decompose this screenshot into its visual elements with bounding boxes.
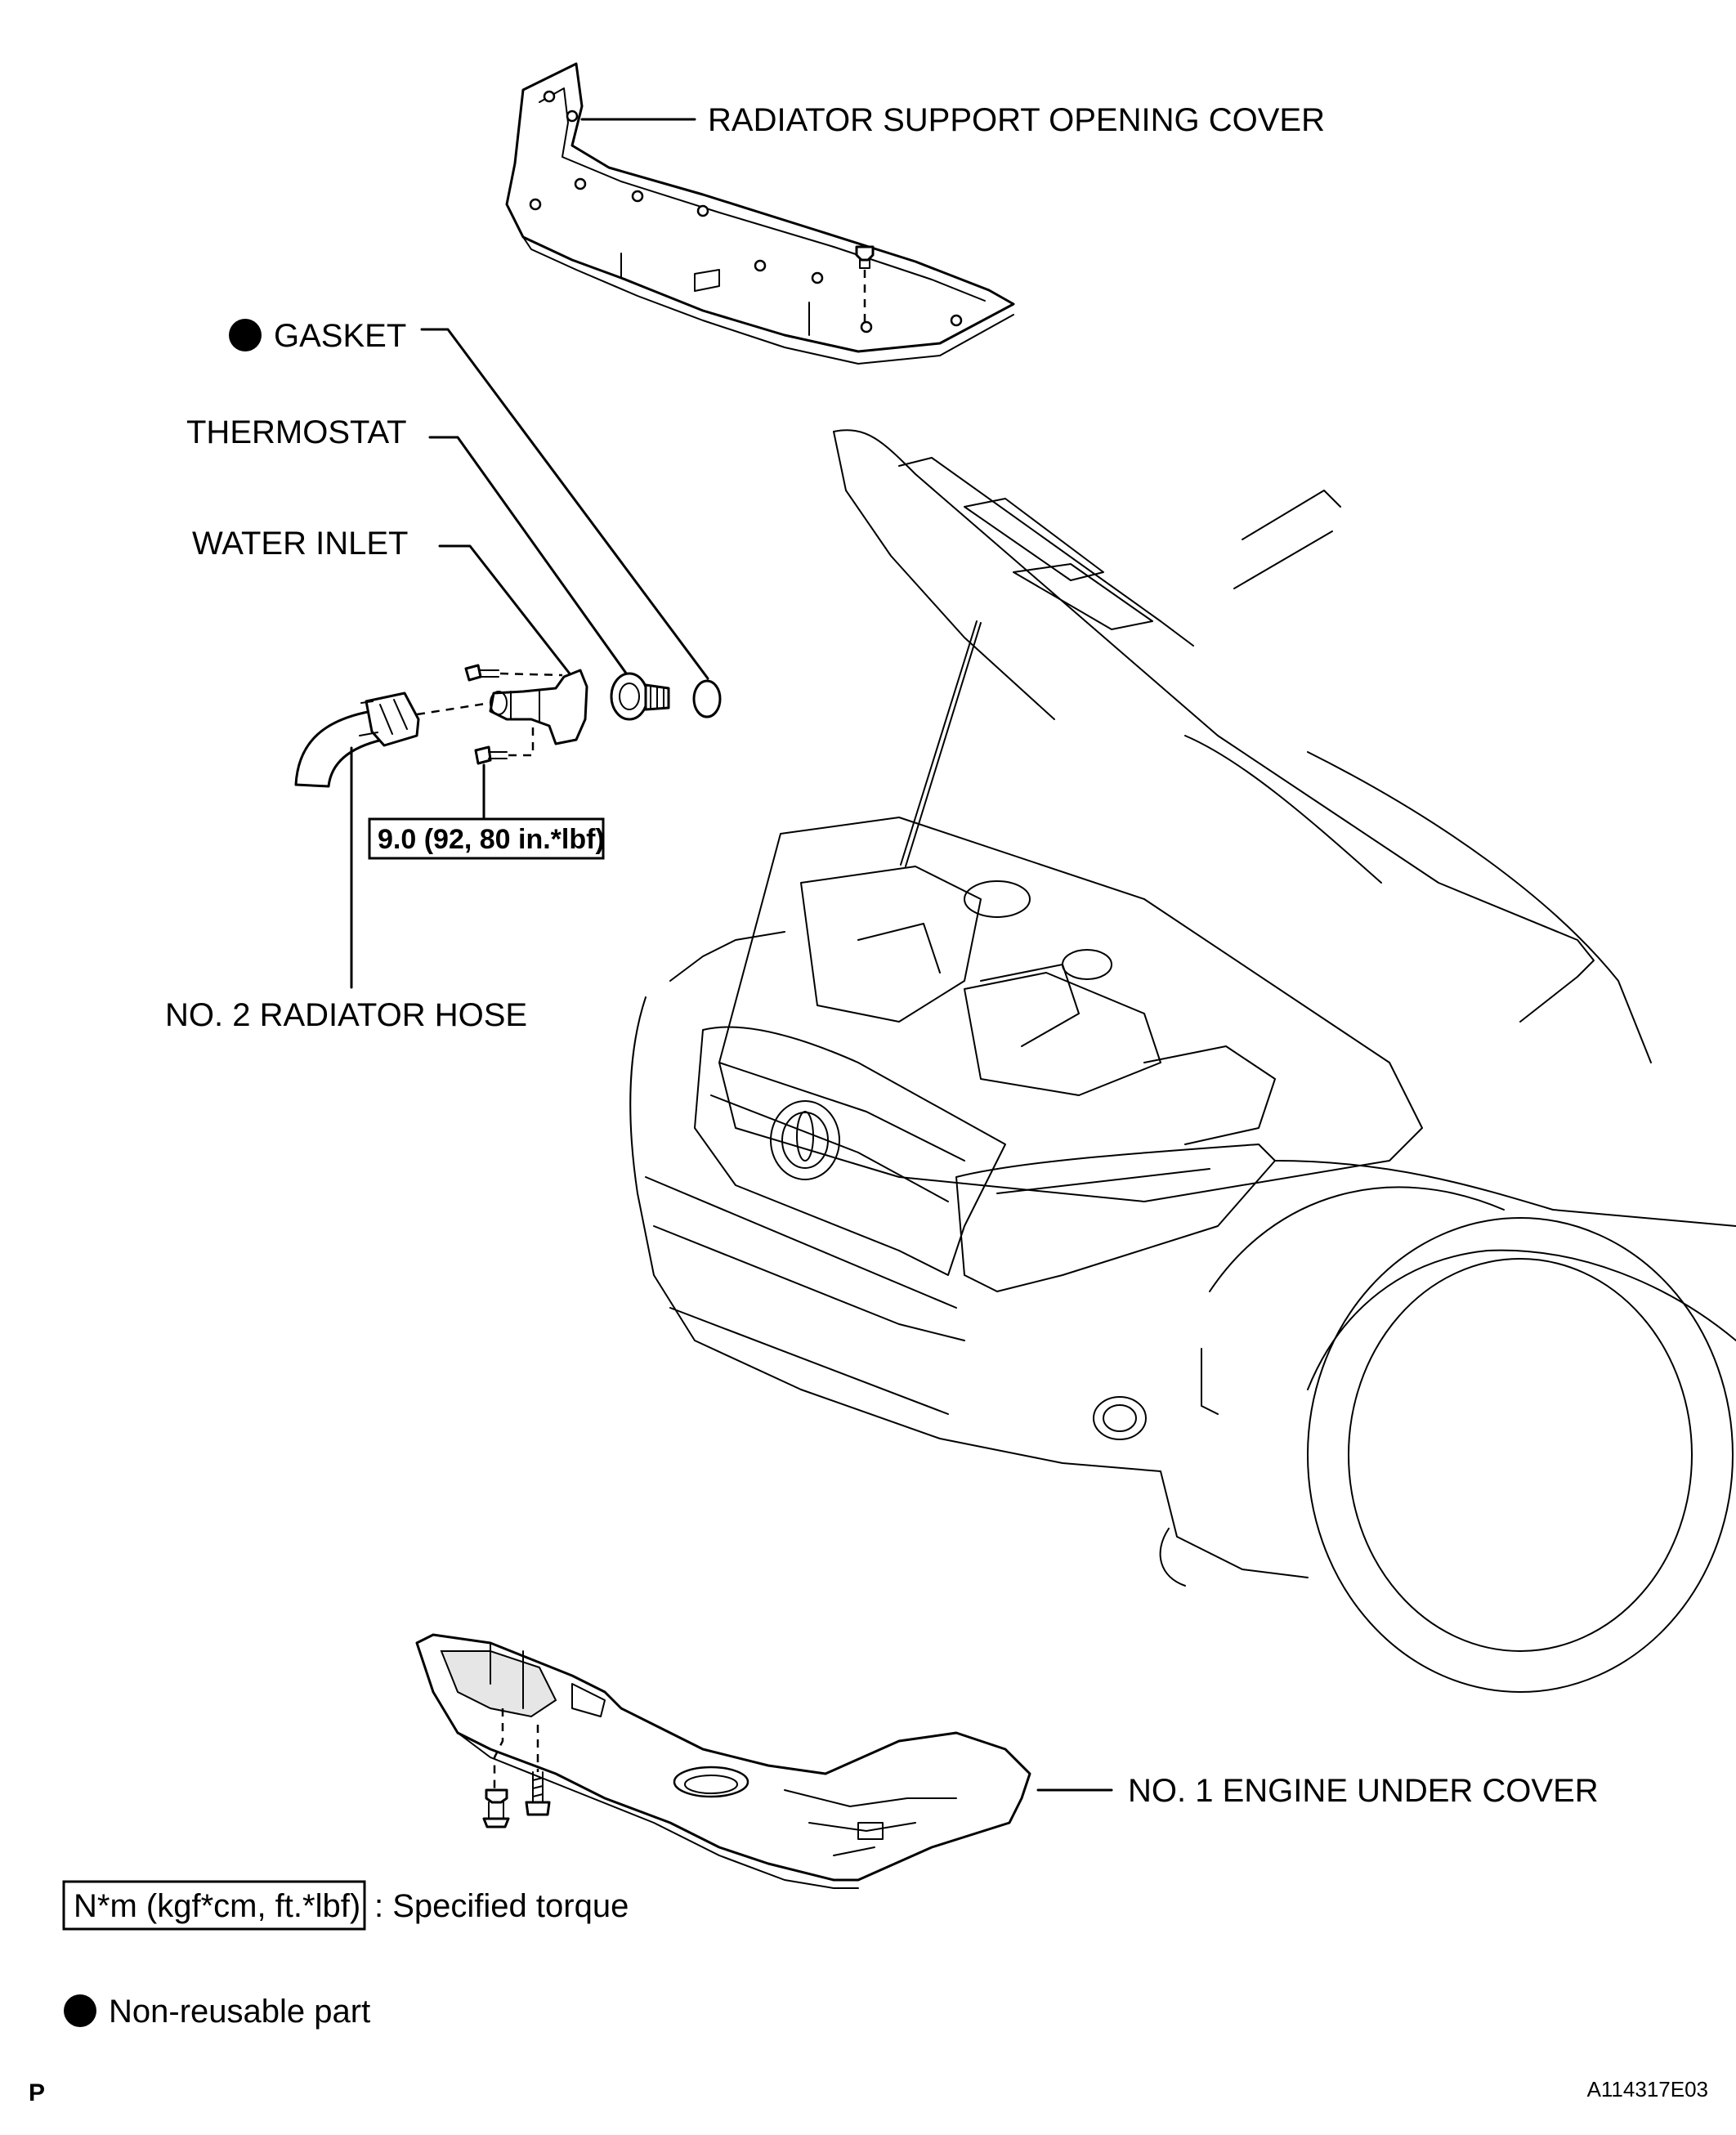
legend-torque-box-text: N*m (kgf*cm, ft.*lbf) bbox=[74, 1888, 360, 1924]
radiator-support-opening-cover-part bbox=[505, 62, 1015, 365]
label-no1-engine-under-cover: NO. 1 ENGINE UNDER COVER bbox=[1128, 1773, 1599, 1809]
label-thermostat: THERMOSTAT bbox=[186, 414, 407, 450]
legend-nonreusable-marker-icon bbox=[64, 1994, 96, 2027]
clip-fastener-icon bbox=[855, 245, 875, 325]
bolt-upper-icon bbox=[464, 664, 563, 682]
label-radiator-support-opening-cover: RADIATOR SUPPORT OPENING COVER bbox=[708, 102, 1325, 138]
gasket-part bbox=[692, 679, 722, 718]
legend-torque-text: : Specified torque bbox=[374, 1888, 629, 1924]
vehicle-outline bbox=[629, 429, 1736, 1693]
leader-line-thermostat bbox=[428, 436, 633, 682]
water-inlet-part bbox=[489, 669, 588, 745]
nonreusable-marker-icon bbox=[229, 319, 262, 351]
assembly-dash-hose-inlet bbox=[416, 701, 491, 716]
no1-engine-under-cover-part bbox=[415, 1633, 1031, 1889]
leader-line-water-inlet bbox=[438, 544, 574, 678]
legend-nonreusable-text: Non-reusable part bbox=[109, 1994, 370, 2030]
footer-left-code: P bbox=[29, 2079, 45, 2106]
label-gasket: GASKET bbox=[274, 318, 406, 354]
under-cover-clip-icon bbox=[482, 1708, 510, 1828]
no2-radiator-hose-part bbox=[294, 692, 420, 788]
torque-spec-box bbox=[368, 817, 605, 860]
bolt-lower-icon bbox=[474, 723, 535, 765]
label-no2-radiator-hose: NO. 2 RADIATOR HOSE bbox=[165, 997, 527, 1033]
label-water-inlet: WATER INLET bbox=[192, 526, 408, 562]
footer-figure-id: A114317E03 bbox=[1587, 2077, 1708, 2101]
thermostat-part bbox=[610, 672, 670, 721]
under-cover-bolt-icon bbox=[525, 1725, 551, 1816]
leader-line-gasket bbox=[420, 328, 709, 680]
torque-spec-value: 9.0 (92, 80 in.*lbf) bbox=[378, 824, 605, 855]
legend-torque-box bbox=[62, 1880, 366, 1931]
